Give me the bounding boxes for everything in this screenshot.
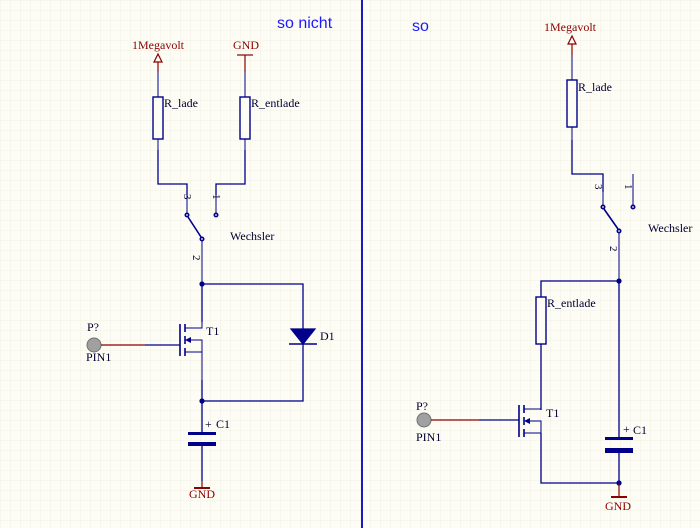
right-mosfet-label: T1 — [546, 406, 559, 420]
right-mosfet-t1: T1 — [518, 405, 559, 437]
right-capacitor-c1: + C1 — [605, 422, 647, 483]
right-r-lade-label: R_lade — [578, 80, 612, 94]
left-gnd-top-label: GND — [233, 38, 259, 52]
left-power-symbol: 1Megavolt — [132, 38, 185, 72]
left-cap-plus: + — [205, 417, 212, 431]
left-switch-wechsler: 3 1 Wechsler 2 — [181, 194, 274, 284]
left-capacitor-c1: + C1 — [188, 398, 230, 481]
left-switch-pin2: 2 — [190, 255, 202, 261]
left-r-entlade-label: R_entlade — [251, 96, 300, 110]
left-diode-d1: D1 — [289, 328, 335, 345]
left-port-ref: P? — [87, 320, 99, 334]
right-port-name: PIN1 — [416, 430, 441, 444]
right-cap-label: C1 — [633, 423, 647, 437]
right-port-pin1: P? PIN1 — [416, 399, 519, 444]
right-power-label: 1Megavolt — [544, 20, 597, 34]
left-port-pin1: P? PIN1 — [86, 320, 180, 364]
right-gnd-bottom-label: GND — [605, 499, 631, 513]
right-resistor-r-lade: R_lade — [566, 55, 612, 140]
left-diode-label: D1 — [320, 329, 335, 343]
left-resistor-r-lade: R_lade — [152, 72, 198, 150]
right-switch-pin2: 2 — [607, 246, 619, 252]
left-gnd-bottom-label: GND — [189, 487, 215, 501]
right-port-ref: P? — [416, 399, 428, 413]
right-heading: so — [412, 18, 429, 35]
right-circuit: so 1Megavolt R_lade 3 1 Wechsler — [412, 18, 692, 513]
left-circuit: so nicht 1Megavolt GND R_lade R_entlade — [86, 15, 335, 501]
right-cap-plus: + — [623, 422, 630, 436]
right-switch-pin3: 3 — [592, 184, 604, 190]
left-port-name: PIN1 — [86, 350, 111, 364]
left-heading: so nicht — [277, 15, 333, 32]
right-switch-wechsler: 3 1 Wechsler 2 — [592, 174, 692, 280]
left-mosfet-t1: T1 — [179, 322, 219, 380]
left-power-label: 1Megavolt — [132, 38, 185, 52]
left-gnd-top-symbol: GND — [233, 38, 259, 72]
right-gnd-bottom-symbol: GND — [605, 483, 631, 513]
right-switch-pin1: 1 — [622, 184, 634, 190]
left-cap-label: C1 — [216, 417, 230, 431]
left-resistor-r-entlade: R_entlade — [239, 72, 300, 150]
left-gnd-bottom-symbol: GND — [189, 481, 215, 501]
left-switch-label: Wechsler — [230, 229, 274, 243]
left-mosfet-label: T1 — [206, 324, 219, 338]
left-r-lade-label: R_lade — [164, 96, 198, 110]
right-switch-label: Wechsler — [648, 221, 692, 235]
right-power-symbol: 1Megavolt — [544, 20, 597, 55]
right-r-entlade-label: R_entlade — [547, 296, 596, 310]
